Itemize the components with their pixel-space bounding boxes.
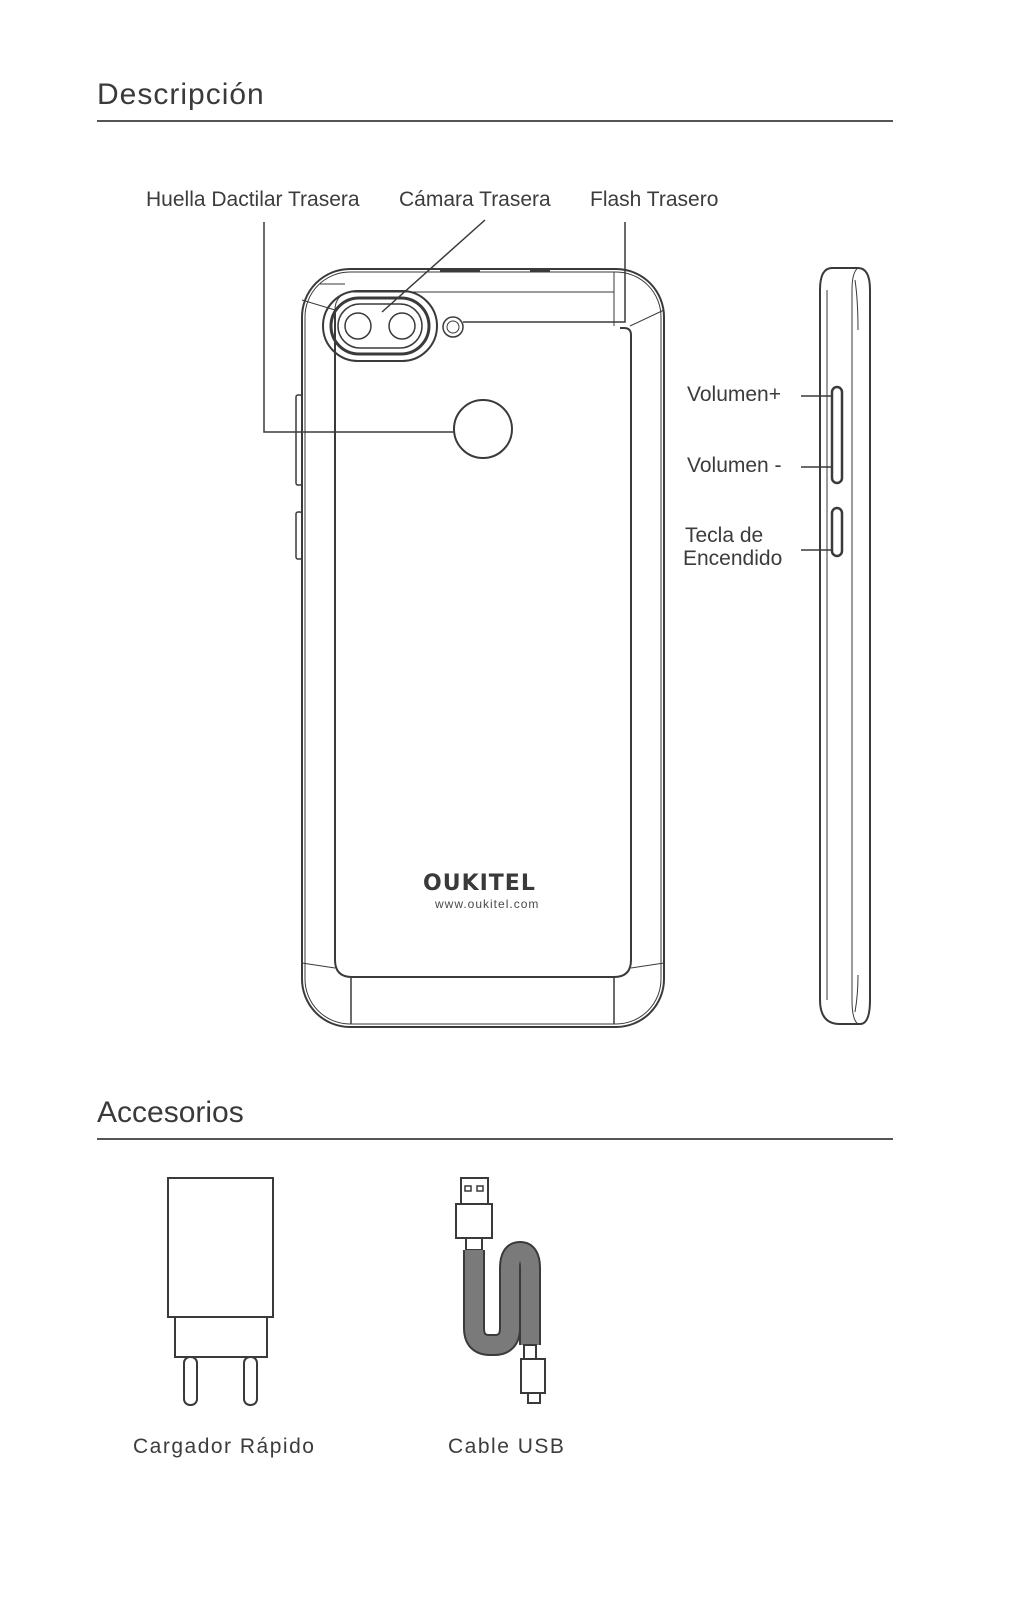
camera-module-outer: [322, 290, 438, 362]
phone-back-body: [301, 268, 665, 1028]
accessories-divider: [97, 1138, 893, 1140]
brand-logo: OUKITEL: [423, 871, 536, 896]
rear-fingerprint-label: Huella Dactilar Trasera: [146, 188, 360, 211]
accessories-title: Accesorios: [97, 1096, 244, 1129]
power-key-label-line2: Encendido: [683, 547, 783, 570]
power-key-label-line1: Tecla de: [685, 524, 764, 547]
camera-leader: [381, 219, 486, 313]
fingerprint-sensor: [453, 399, 513, 459]
description-divider: [97, 120, 893, 122]
side-power-button: [830, 506, 844, 558]
flash-inner: [446, 320, 460, 334]
flash-outer: [442, 316, 464, 338]
back-volume-button: [295, 394, 303, 486]
phone-side-body: [819, 267, 871, 1025]
cable-label: Cable USB: [448, 1435, 566, 1458]
volume-up-label: Volumen+: [687, 383, 781, 406]
fingerprint-leader: [263, 222, 454, 433]
volume-down-label: Volumen -: [687, 454, 782, 477]
charger-label: Cargador Rápido: [133, 1435, 316, 1458]
description-title: Descripción: [97, 78, 265, 111]
rear-flash-label: Flash Trasero: [590, 188, 719, 211]
phone-back-inner-outline: [304, 271, 662, 1025]
camera-module-inner: [337, 303, 423, 349]
usb-cable-illustration: [455, 1177, 546, 1404]
camera-lens-right: [388, 312, 416, 340]
camera-lens-left: [344, 312, 372, 340]
rear-camera-label: Cámara Trasera: [399, 188, 551, 211]
camera-module-mid: [329, 296, 431, 356]
phone-back-panel: [334, 310, 632, 978]
charger-illustration: [167, 1177, 274, 1406]
side-volume-rocker: [830, 385, 844, 485]
back-power-button: [295, 511, 303, 560]
flash-leader: [463, 222, 626, 323]
brand-website: www.oukitel.com: [435, 897, 540, 911]
